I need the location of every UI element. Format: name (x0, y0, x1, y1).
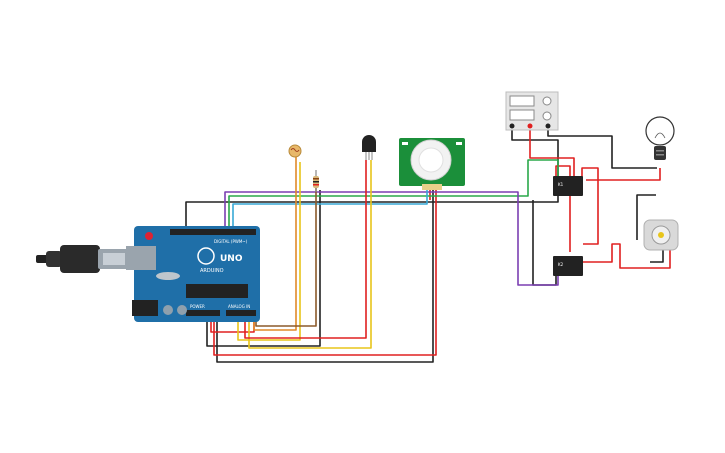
analog-header (226, 310, 256, 316)
temperature-sensor[interactable] (362, 135, 376, 160)
wire-black-bottom-2[interactable] (206, 190, 321, 347)
wire-red-motor[interactable] (583, 243, 671, 269)
crystal (156, 272, 180, 280)
wire-red-relay-1[interactable] (555, 165, 571, 252)
board-logo-text: ARDUINO (200, 268, 224, 274)
wire-red-relay-lamp[interactable] (581, 167, 599, 245)
pir-sensor[interactable] (399, 138, 465, 190)
power-header (186, 310, 220, 316)
wire-red-bottom-2[interactable] (213, 190, 437, 356)
dc-motor[interactable] (643, 219, 679, 251)
wire-red-lamp[interactable] (586, 168, 661, 181)
atmega-chip (186, 284, 248, 298)
relay-top-label: K1 (558, 182, 564, 187)
psu-negative-terminal[interactable] (509, 123, 515, 129)
wire-yellow-1[interactable] (248, 160, 372, 349)
wire-brown[interactable] (255, 186, 317, 327)
light-bulb[interactable] (645, 116, 675, 160)
wire-orange[interactable] (253, 155, 297, 331)
usb-cable (36, 245, 128, 273)
wire-black-motor-2[interactable] (650, 248, 664, 263)
relay-bottom-label: K2 (558, 262, 564, 267)
wire-black-bottom-1[interactable] (216, 190, 434, 363)
reset-button-icon[interactable] (145, 232, 153, 240)
power-supply[interactable] (505, 91, 559, 131)
wire-cyan[interactable] (232, 190, 428, 233)
wires (185, 130, 671, 363)
resistor[interactable] (313, 170, 319, 192)
wire-green[interactable] (228, 159, 559, 233)
digital-header (170, 229, 256, 235)
relay-bottom[interactable]: K2 (553, 256, 583, 276)
relay-top[interactable]: K1 (553, 176, 583, 196)
wire-red-temp[interactable] (244, 160, 367, 339)
analog-header-label: ANALOG IN (228, 304, 250, 309)
wire-yellow-2[interactable] (237, 162, 301, 341)
usb-port (126, 246, 156, 270)
wire-purple[interactable] (224, 191, 559, 286)
wire-black-lamp[interactable] (547, 130, 657, 169)
power-header-label: POWER (190, 304, 205, 309)
wire-black-psu-gnd[interactable] (511, 130, 559, 178)
wire-black-relay-gnd[interactable] (532, 200, 557, 286)
digital-header-label: DIGITAL (PWM~) (214, 239, 248, 244)
photoresistor[interactable] (288, 144, 302, 158)
arduino-uno-board[interactable]: ARDUINO UNO DIGITAL (PWM~) POWER ANALOG … (126, 226, 260, 322)
wire-red-psu[interactable] (529, 130, 575, 178)
arduino-logo-icon (197, 247, 215, 265)
wire-black-motor[interactable] (636, 194, 656, 240)
power-jack (132, 300, 158, 316)
board-model-text: UNO (220, 254, 243, 264)
psu-positive-terminal[interactable] (527, 123, 533, 129)
